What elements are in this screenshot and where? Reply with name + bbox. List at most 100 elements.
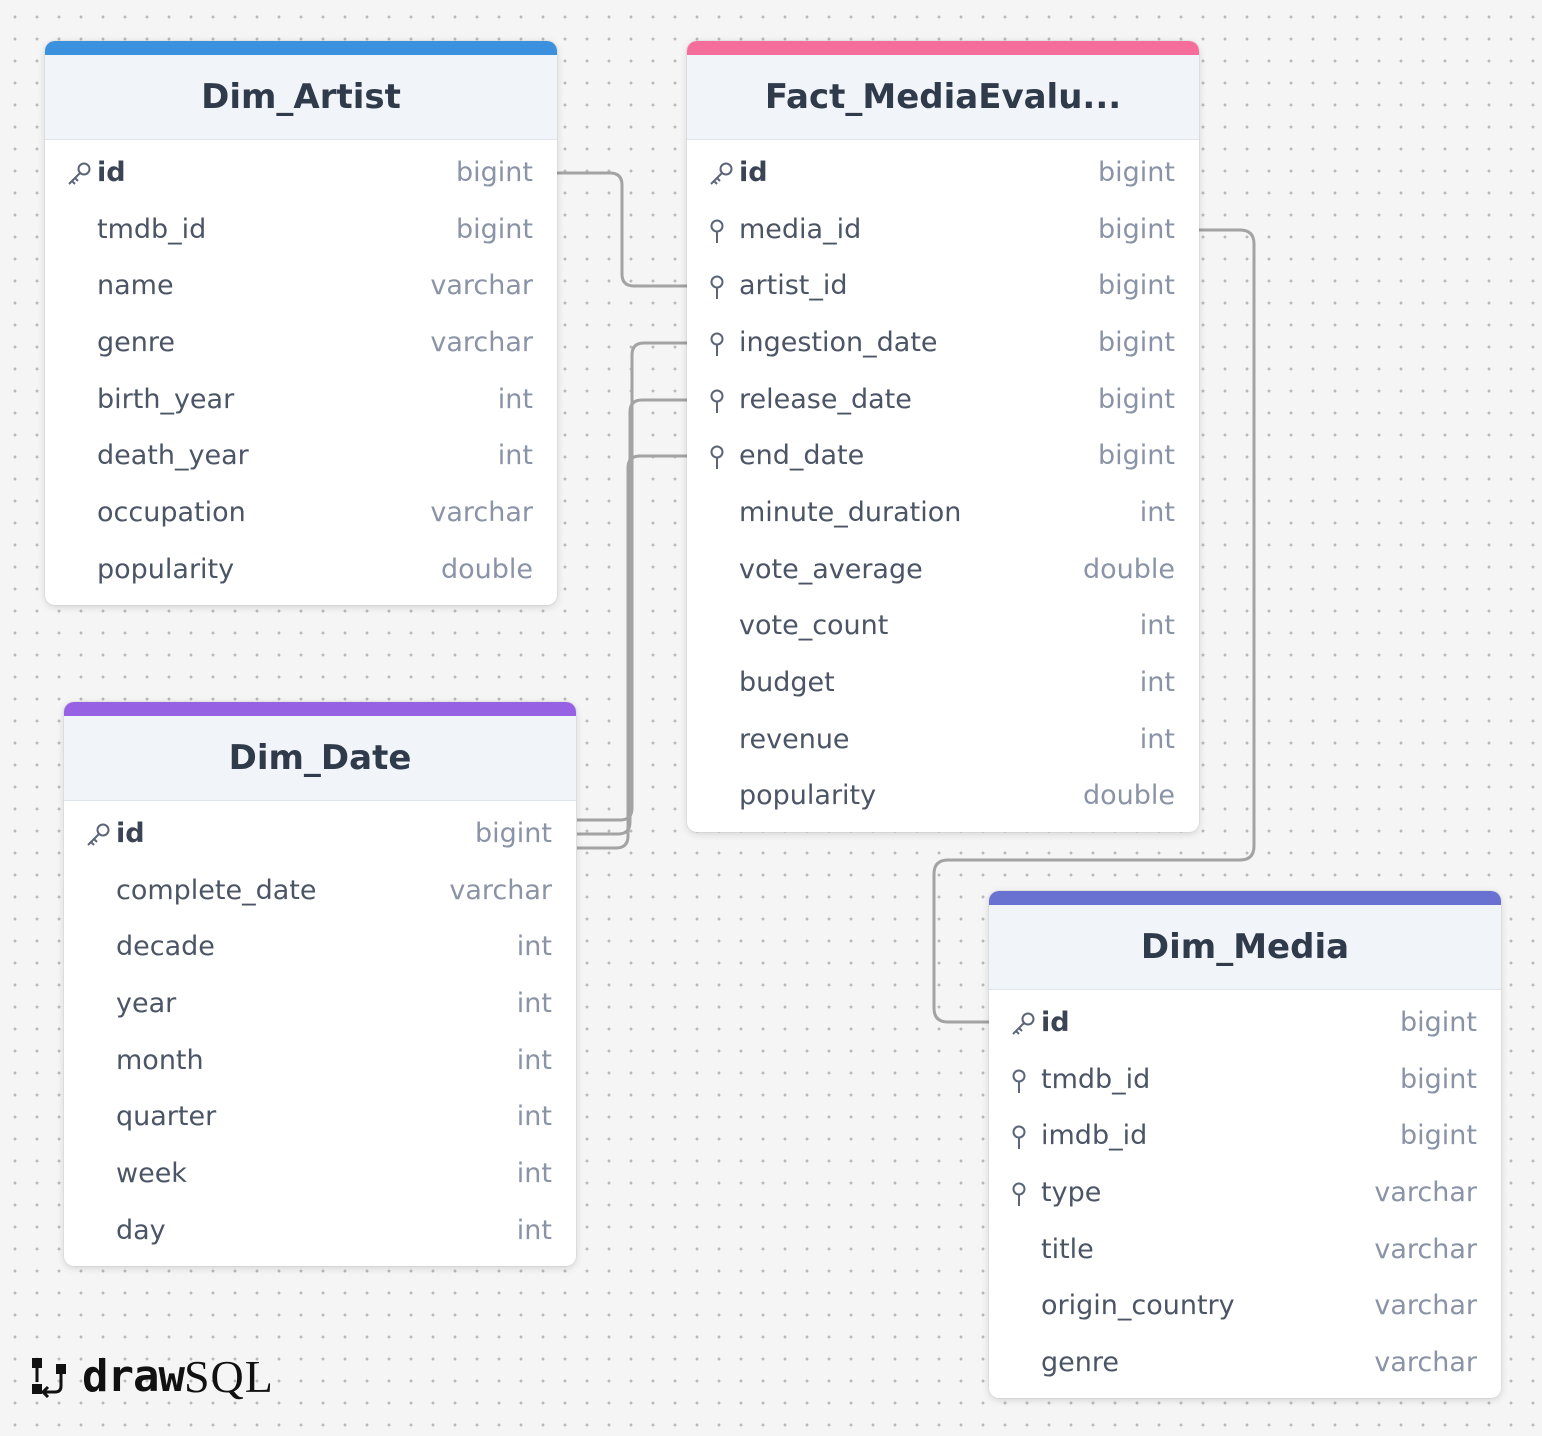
column-type: varchar bbox=[1374, 1233, 1477, 1265]
column-name: imdb_id bbox=[1041, 1120, 1148, 1152]
column-name: vote_average bbox=[739, 553, 923, 585]
connector-artist-id-to-fact-artist-id bbox=[557, 171, 687, 288]
key-icon bbox=[65, 161, 93, 187]
column-name: decade bbox=[116, 931, 215, 963]
column-type: double bbox=[440, 553, 533, 585]
column-name: revenue bbox=[739, 723, 850, 755]
column-name: id bbox=[116, 817, 145, 849]
table-row[interactable]: popularity double bbox=[687, 768, 1199, 825]
table-title[interactable]: Dim_Media bbox=[989, 905, 1501, 990]
table-row[interactable]: revenue int bbox=[687, 711, 1199, 768]
column-type: int bbox=[1139, 723, 1175, 755]
table-row[interactable]: artist_id bigint bbox=[687, 257, 1199, 314]
table-title[interactable]: Fact_MediaEvalu... bbox=[687, 55, 1199, 140]
column-name: genre bbox=[1041, 1346, 1119, 1378]
column-name: popularity bbox=[739, 780, 877, 812]
column-name: artist_id bbox=[739, 270, 848, 302]
connector-date-id-to-fact-ingestion-date bbox=[577, 341, 687, 822]
table-row[interactable]: occupation varchar bbox=[45, 484, 557, 541]
column-name: tmdb_id bbox=[1041, 1063, 1151, 1095]
column-name: name bbox=[97, 270, 174, 302]
column-name: ingestion_date bbox=[739, 326, 938, 358]
column-name: end_date bbox=[739, 440, 865, 472]
column-type: varchar bbox=[430, 326, 533, 358]
column-name: type bbox=[1041, 1176, 1102, 1208]
table-row[interactable]: quarter int bbox=[64, 1088, 576, 1145]
table-row[interactable]: genre varchar bbox=[989, 1334, 1501, 1391]
table-row[interactable]: vote_average double bbox=[687, 541, 1199, 598]
table-row[interactable]: name varchar bbox=[45, 257, 557, 314]
column-type: bigint bbox=[1098, 440, 1175, 472]
column-type: double bbox=[1082, 553, 1175, 585]
column-type: double bbox=[1082, 780, 1175, 812]
column-type: int bbox=[1139, 496, 1175, 528]
column-name: quarter bbox=[116, 1101, 217, 1133]
connector-fact-media-id-to-media-id bbox=[932, 228, 1256, 1024]
column-type: int bbox=[516, 1101, 552, 1133]
column-type: int bbox=[497, 440, 533, 472]
column-type: bigint bbox=[1098, 326, 1175, 358]
table-row[interactable]: imdb_id bigint bbox=[989, 1107, 1501, 1164]
column-type: int bbox=[516, 1157, 552, 1189]
foreign-key-icon bbox=[1009, 1181, 1037, 1207]
foreign-key-icon bbox=[707, 331, 735, 357]
column-name: id bbox=[97, 156, 126, 188]
table-row[interactable]: ingestion_date bigint bbox=[687, 314, 1199, 371]
table-row[interactable]: tmdb_id bigint bbox=[989, 1051, 1501, 1108]
table-color-bar bbox=[687, 41, 1199, 55]
table-row[interactable]: end_date bigint bbox=[687, 427, 1199, 484]
column-type: bigint bbox=[456, 213, 533, 245]
foreign-key-icon bbox=[707, 388, 735, 414]
column-name: budget bbox=[739, 667, 835, 699]
column-type: varchar bbox=[1374, 1346, 1477, 1378]
column-type: bigint bbox=[1400, 1063, 1477, 1095]
table-title[interactable]: Dim_Artist bbox=[45, 55, 557, 140]
column-type: int bbox=[1139, 610, 1175, 642]
column-type: varchar bbox=[1374, 1176, 1477, 1208]
table-title[interactable]: Dim_Date bbox=[64, 716, 576, 801]
column-name: release_date bbox=[739, 383, 912, 415]
column-type: bigint bbox=[1400, 1120, 1477, 1152]
column-name: occupation bbox=[97, 496, 246, 528]
foreign-key-icon bbox=[707, 274, 735, 300]
table-color-bar bbox=[64, 702, 576, 716]
column-type: int bbox=[516, 1044, 552, 1076]
foreign-key-icon bbox=[1009, 1124, 1037, 1150]
table-row[interactable]: type varchar bbox=[989, 1164, 1501, 1221]
column-type: bigint bbox=[1098, 270, 1175, 302]
column-type: varchar bbox=[430, 270, 533, 302]
key-icon bbox=[707, 161, 735, 187]
column-name: origin_country bbox=[1041, 1290, 1235, 1322]
column-type: varchar bbox=[430, 496, 533, 528]
connector-date-id-to-fact-release-date bbox=[577, 398, 687, 836]
